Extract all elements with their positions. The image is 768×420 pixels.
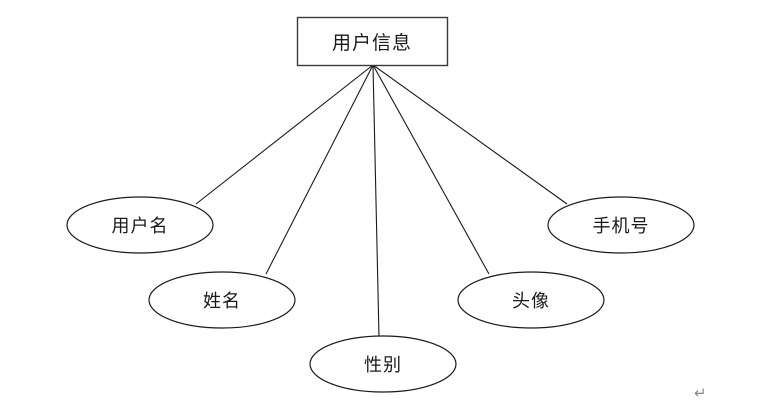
- attribute-ellipse-gender[interactable]: [309, 335, 457, 393]
- attribute-ellipse-name[interactable]: [148, 271, 296, 329]
- connector-line-name: [265, 64, 374, 275]
- connector-line-avatar: [372, 64, 490, 275]
- paragraph-return-mark: ↵: [694, 384, 707, 402]
- attribute-label-name: 姓名: [203, 291, 241, 312]
- attribute-ellipse-phone[interactable]: [547, 196, 695, 254]
- attribute-label-phone: 手机号: [592, 216, 650, 237]
- connector-lines: [195, 64, 568, 338]
- attribute-label-username: 用户名: [111, 216, 169, 237]
- attribute-label-avatar: 头像: [512, 291, 550, 312]
- connector-line-username: [195, 64, 374, 205]
- entity-box-user-info[interactable]: [296, 16, 449, 67]
- attribute-label-gender: 性别: [364, 355, 402, 376]
- connector-line-phone: [372, 64, 568, 205]
- entity-label-user-info: 用户信息: [331, 31, 412, 54]
- connector-line-gender: [372, 64, 380, 338]
- attribute-ellipse-username[interactable]: [66, 196, 214, 254]
- attribute-ellipse-avatar[interactable]: [457, 271, 605, 329]
